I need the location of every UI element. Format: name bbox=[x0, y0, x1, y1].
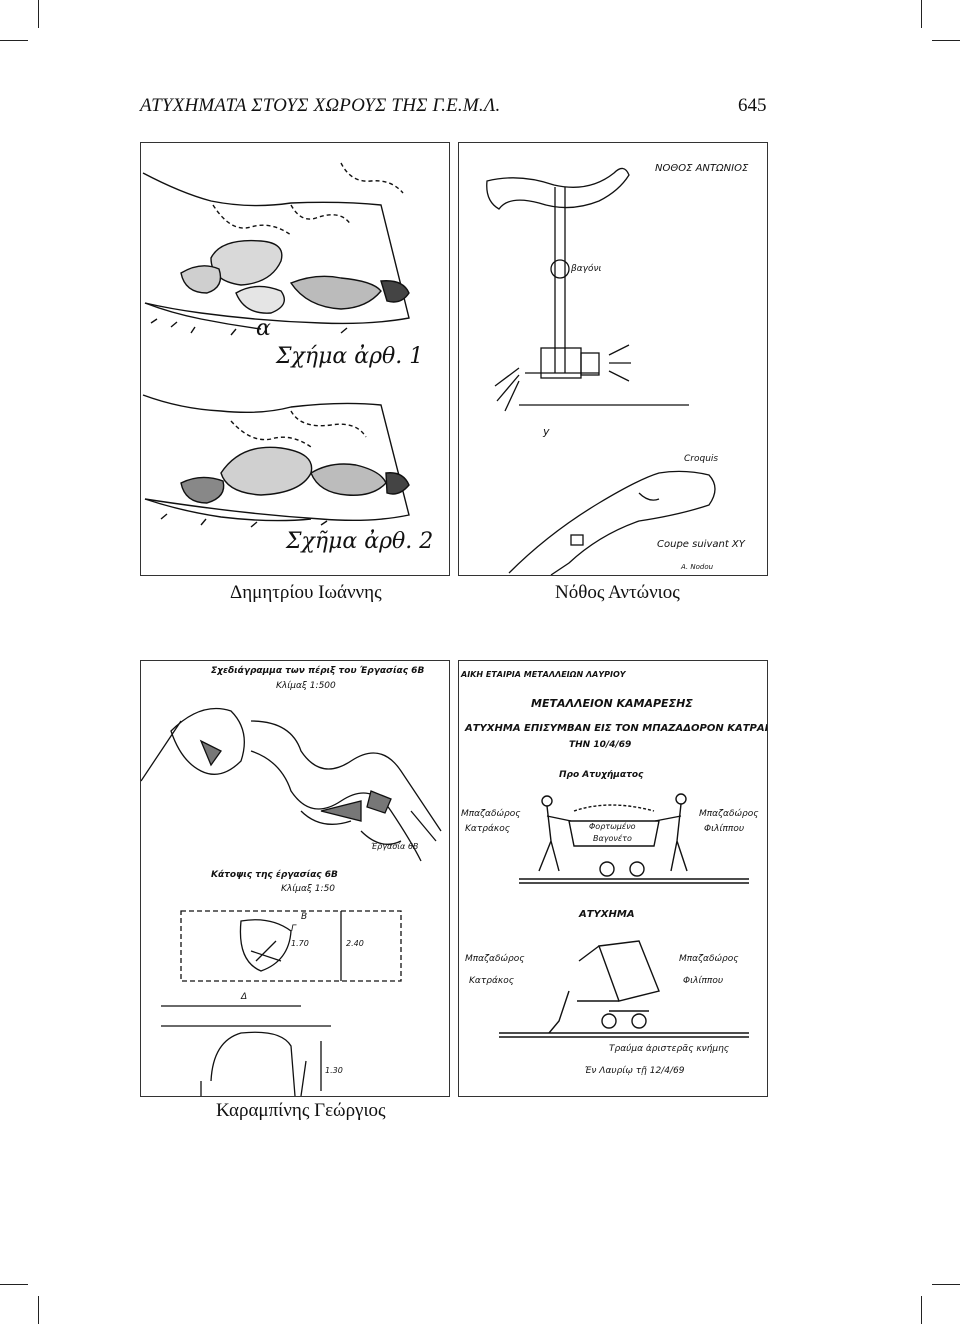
accident-place-date: Ἐν Λαυρίῳ τῇ 12/4/69 bbox=[585, 1066, 685, 1076]
crop-mark bbox=[38, 0, 39, 28]
drawing-signature: A. Nodou bbox=[680, 563, 714, 571]
accident-drawing: ΑΙΚΗ ΕΤΑΙΡΙΑ ΜΕΤΑΛΛΕΙΩΝ ΛΑΥΡΙΟΥ ΜΕΤΑΛΛΕΙ… bbox=[460, 670, 767, 1076]
drawing-vagoni: βαγόνι bbox=[570, 263, 602, 274]
croquis-label: Croquis bbox=[684, 454, 718, 464]
crop-mark bbox=[932, 1284, 960, 1285]
plan-dim-1: 1.70 bbox=[291, 939, 309, 948]
technical-drawing: ΝΟΘΟΣ ΑΝΤΩΝΙΟΣ βαγόνι y Croquis Coupe su… bbox=[486, 163, 749, 575]
plan-ergasia: Έργασία 6Β bbox=[371, 842, 418, 851]
crop-mark bbox=[932, 40, 960, 41]
worker2-title-b: Μπαζαδώρος bbox=[679, 953, 739, 964]
worker1-title: Μπαζαδώρος bbox=[461, 808, 521, 819]
wagon-label-b: Βαγονέτο bbox=[593, 833, 632, 843]
plan-title: Σχεδιάγραμμα των πέριξ του Έργασίας 6Β bbox=[211, 665, 424, 676]
accident-before: Προ Ατυχήματος bbox=[559, 770, 644, 780]
figure-cave-sketches: α Σχήμα ἀρθ. 1 Σχῆμα ἀρθ. 2 bbox=[140, 142, 450, 576]
accident-date-line: ΤΗΝ 10/4/69 bbox=[569, 740, 631, 750]
plan-scale-2: Κλίμαξ 1:50 bbox=[281, 884, 335, 894]
figure-1-label: Σχήμα ἀρθ. 1 bbox=[275, 344, 423, 369]
drawing-name: ΝΟΘΟΣ ΑΝΤΩΝΙΟΣ bbox=[655, 163, 749, 174]
worker1-title-b: Μπαζαδώρος bbox=[465, 953, 525, 964]
page-number: 645 bbox=[738, 95, 767, 116]
coupe-label: Coupe suivant XY bbox=[657, 539, 746, 550]
caption-dimitriou: Δημητρίου Ιωάννης bbox=[230, 582, 382, 603]
accident-event: ΑΤΥΧΗΜΑ bbox=[578, 909, 635, 920]
accident-wound: Τραύμα ἀριστερᾶς κνήμης bbox=[609, 1044, 729, 1054]
caption-nothos: Νόθος Αντώνιος bbox=[555, 582, 680, 603]
plan-view-title: Κάτοψις της έργασίας 6Β bbox=[211, 869, 338, 880]
figure-plan-6b: Σχεδιάγραμμα των πέριξ του Έργασίας 6Β Κ… bbox=[140, 660, 450, 1097]
caption-karabinis: Καραμπίνης Γεώργιος bbox=[216, 1100, 386, 1121]
wagon-label-a: Φορτωμένο bbox=[589, 821, 636, 831]
plan-drawing: Σχεδιάγραμμα των πέριξ του Έργασίας 6Β Κ… bbox=[141, 665, 442, 1096]
worker1-name: Κατράκος bbox=[465, 824, 510, 834]
drawing-y-label: y bbox=[542, 425, 550, 438]
figure-accident: ΑΙΚΗ ΕΤΑΙΡΙΑ ΜΕΤΑΛΛΕΙΩΝ ΛΑΥΡΙΟΥ ΜΕΤΑΛΛΕΙ… bbox=[458, 660, 768, 1097]
crop-mark bbox=[0, 1284, 28, 1285]
running-title: ΑΤΥΧΗΜΑΤΑ ΣΤΟΥΣ ΧΩΡΟΥΣ ΤΗΣ Γ.Ε.Μ.Λ. bbox=[140, 95, 501, 116]
crop-mark bbox=[0, 40, 28, 41]
worker2-name-b: Φιλίππου bbox=[683, 976, 723, 986]
plan-marker-g: Γ bbox=[291, 924, 297, 934]
crop-mark bbox=[38, 1296, 39, 1324]
worker1-name-b: Κατράκος bbox=[469, 976, 514, 986]
plan-marker-d: Δ bbox=[240, 992, 247, 1002]
figure-technical-drawing: ΝΟΘΟΣ ΑΝΤΩΝΙΟΣ βαγόνι y Croquis Coupe su… bbox=[458, 142, 768, 576]
worker2-name: Φιλίππου bbox=[704, 824, 744, 834]
accident-description: ΑΤΥΧΗΜΑ ΕΠΙΣΥΜΒΑΝ ΕΙΣ ΤΟΝ ΜΠΑΖΑΔΟΡΟΝ ΚΑΤ… bbox=[464, 723, 767, 734]
worker2-title: Μπαζαδώρος bbox=[699, 808, 759, 819]
figure-2-label: Σχῆμα ἀρθ. 2 bbox=[285, 529, 433, 554]
accident-mine: ΜΕΤΑΛΛΕΙΟΝ ΚΑΜΑΡΕΣΗΣ bbox=[531, 697, 693, 710]
plan-scale-1: Κλίμαξ 1:500 bbox=[276, 681, 336, 691]
plan-dim-2: 2.40 bbox=[346, 939, 364, 948]
crop-mark bbox=[921, 0, 922, 28]
accident-company: ΑΙΚΗ ΕΤΑΙΡΙΑ ΜΕΤΑΛΛΕΙΩΝ ΛΑΥΡΙΟΥ bbox=[460, 670, 627, 679]
plan-marker-b: Β bbox=[301, 912, 307, 922]
crop-mark bbox=[921, 1296, 922, 1324]
label-a: α bbox=[256, 316, 271, 341]
plan-dim-3: 1.30 bbox=[325, 1066, 343, 1075]
cave-sketch-drawing: α Σχήμα ἀρθ. 1 Σχῆμα ἀρθ. 2 bbox=[142, 162, 433, 554]
